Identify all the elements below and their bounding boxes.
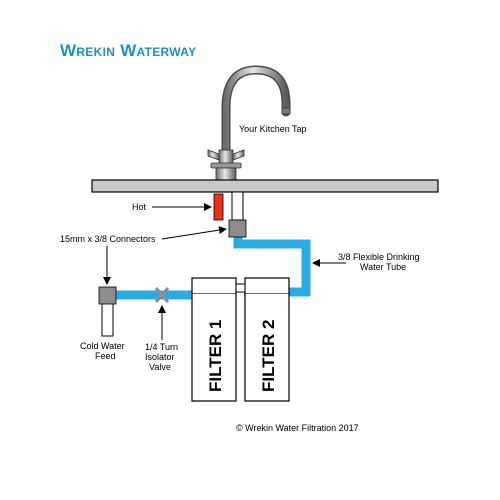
filter-2: FILTER 2 [244,277,290,402]
valve-label-line3: Valve [149,362,171,372]
filter-link [235,283,246,293]
tube-label-line2: Water Tube [360,262,406,272]
isolator-valve [154,287,170,303]
filter-1-label: FILTER 1 [206,320,225,392]
brand-logo: Wrekin Waterway [60,41,196,60]
tap-label: Your Kitchen Tap [239,124,307,134]
filter-2-label: FILTER 2 [259,320,278,392]
valve-label-line1: 1/4 Turn [145,342,178,352]
valve-label-line2: Isolator [145,352,175,362]
cold-feed-label-line1: Cold Water [80,341,125,351]
tap-feed-pipe [231,191,244,221]
filter-1: FILTER 1 [191,277,237,402]
copyright: © Wrekin Water Filtration 2017 [236,423,359,433]
hot-label: Hot [132,202,147,212]
connectors-arrow-tap [161,226,227,240]
cold-feed-label-line2: Feed [95,351,116,361]
kitchen-tap [207,65,291,181]
tube-label-line1: 3/8 Flexible Drinking [338,252,420,262]
tap-connector [228,219,247,238]
cold-feed-connector [98,286,117,305]
connectors-label: 15mm x 3/8 Connectors [60,234,156,244]
cold-feed-pipe [101,301,114,337]
hot-pipe [213,193,224,221]
worktop [91,179,439,193]
